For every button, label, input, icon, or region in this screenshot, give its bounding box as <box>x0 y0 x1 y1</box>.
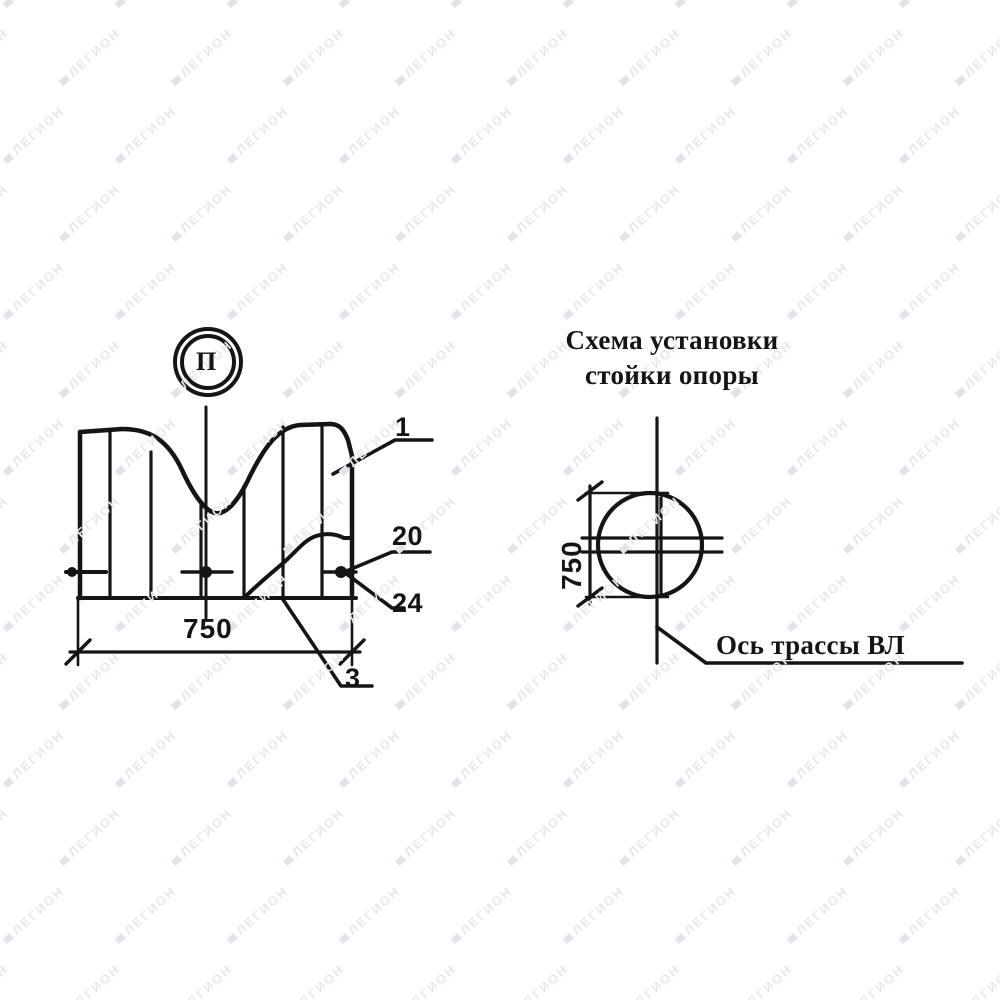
detail-marker-label: П <box>196 347 217 376</box>
dimension-label-750-vertical: 750 <box>556 540 587 590</box>
callout-label-24: 24 <box>392 588 424 618</box>
right-view-title-line-1: Схема установки <box>565 325 779 355</box>
callout-label-3: 3 <box>345 663 361 693</box>
internal-fold-curve <box>242 532 354 600</box>
cross-section-centerlines <box>580 536 724 554</box>
dimension-750-vertical <box>576 480 670 608</box>
post-rib-lines <box>108 422 324 600</box>
center-marks <box>64 405 358 620</box>
leader-lines-left-view <box>280 438 434 688</box>
post-cross-section <box>595 490 705 600</box>
right-view-title-line-2: стойки опоры <box>584 360 760 390</box>
detail-marker-circles <box>173 327 243 397</box>
dimension-label-750-horizontal: 750 <box>183 613 233 644</box>
dimension-750-horizontal <box>64 596 366 667</box>
callout-label-1: 1 <box>395 412 411 442</box>
callout-label-20: 20 <box>392 521 424 551</box>
axis-label-trace: Ось трассы ВЛ <box>716 630 905 660</box>
axis-leader-line <box>655 625 964 665</box>
trace-axis-vertical <box>655 416 663 665</box>
